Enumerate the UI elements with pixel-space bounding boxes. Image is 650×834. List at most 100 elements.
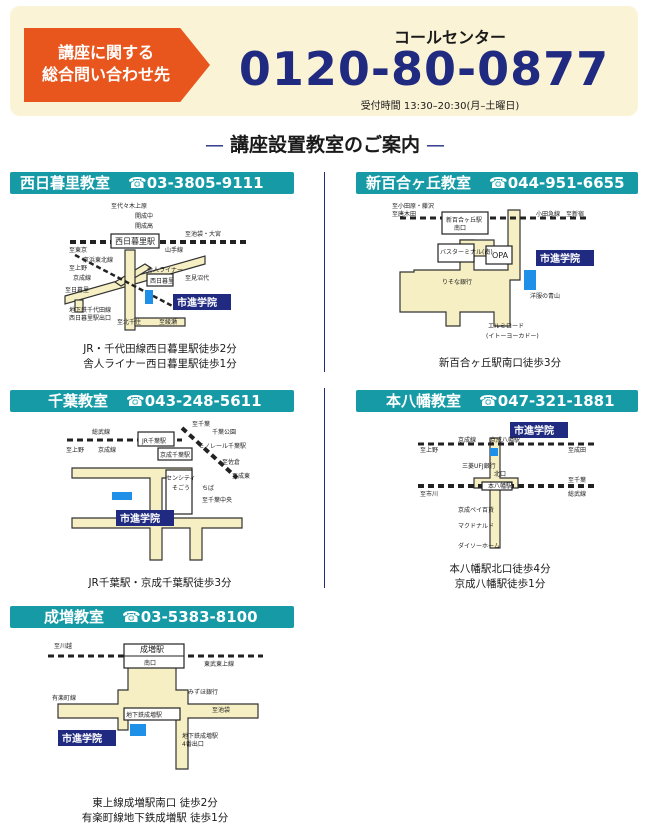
section-title: — 講座設置教室のご案内 —	[0, 130, 650, 157]
map-label: 西日暮里駅	[115, 236, 155, 246]
map-label: バスターミナル(南)	[440, 248, 493, 256]
call-center-hours: 受付時間 13:30–20:30(月–土曜日)	[360, 101, 520, 112]
access-line: JR千葉駅・京成千葉駅徒歩3分	[88, 577, 232, 589]
call-center-label: コールセンター	[393, 28, 506, 47]
map-label: 南口	[144, 659, 156, 667]
map-label: 至市川	[420, 490, 438, 498]
map-label: そごう	[172, 484, 190, 492]
classroom-phone[interactable]: ☎03-3805-9111	[128, 174, 264, 192]
map-label: 京成線	[98, 446, 116, 454]
map-label: 総武線	[92, 428, 110, 436]
call-center-phone[interactable]: 0120-80-0877	[238, 42, 610, 96]
map-label: 至千葉	[192, 420, 210, 428]
column-divider-top	[324, 172, 325, 372]
school-label: 市進学院	[62, 732, 102, 745]
map-label: 至新宿	[566, 210, 584, 218]
classroom-name: 本八幡教室	[386, 392, 462, 410]
section-title-text: 講座設置教室のご案内	[229, 134, 420, 156]
map-label: 京成線	[458, 436, 476, 444]
map-label: 至上野	[420, 446, 438, 454]
map-label: 総武線	[568, 490, 586, 498]
map-label: 西日暮里	[150, 277, 174, 285]
classroom-phone[interactable]: ☎047-321-1881	[479, 392, 615, 410]
school-label: 市進学院	[540, 252, 580, 265]
map-label: 開成高	[135, 222, 153, 230]
access-nishinippori: JR・千代田線西日暮里駅徒歩2分 舎人ライナー西日暮里駅徒歩1分	[30, 342, 290, 372]
map-label: 至日暮里	[65, 286, 89, 294]
school-label: 市進学院	[514, 424, 554, 437]
map-label: (イトーヨーカドー)	[486, 333, 539, 340]
map-label: JR千葉駅	[141, 437, 166, 445]
classroom-phone[interactable]: ☎044-951-6655	[489, 174, 625, 192]
map-label: 舎人ライナー	[147, 267, 183, 274]
map-label: 至佐倉	[222, 458, 240, 466]
classroom-header-chiba: 千葉教室 ☎043-248-5611	[10, 390, 294, 412]
map-motoyawata: 市進学院 至上野 京成線 京成八幡駅 至成田 三菱UFJ銀行 北口 本八幡駅 至…	[418, 422, 598, 550]
inquiry-tag: 講座に関する 総合問い合わせ先	[24, 28, 210, 102]
map-label: 至千葉中央	[202, 496, 232, 504]
access-line: 有楽町線地下鉄成増駅 徒歩1分	[81, 812, 229, 824]
map-label: 地下鉄成増駅	[182, 732, 218, 740]
map-label: 洋服の青山	[530, 292, 560, 300]
map-label: 京成ペイ百貨	[458, 506, 494, 514]
map-narimasu: 市進学院 至川越 成増駅 東武東上線 南口 有楽町線 みずほ銀行 至池袋 地下鉄…	[48, 642, 263, 770]
map-label: センシティ	[166, 475, 196, 482]
classroom-header-narimasu: 成増教室 ☎03-5383-8100	[10, 606, 294, 628]
map-label: りそな銀行	[442, 278, 472, 286]
map-label: 新百合ヶ丘駅	[446, 216, 482, 224]
map-label: 南口	[454, 224, 466, 232]
inquiry-tag-line2: 総合問い合わせ先	[41, 65, 170, 84]
map-label: 京成線	[73, 274, 91, 282]
access-line: 舎人ライナー西日暮里駅徒歩1分	[83, 358, 237, 370]
column-divider-middle	[324, 388, 325, 588]
map-label: 至池袋	[212, 706, 230, 714]
classroom-name: 西日暮里教室	[20, 174, 111, 192]
map-label: 有楽町線	[52, 694, 76, 702]
map-shinyurigaoka: 市進学院 至小田原・藤沢 至唐木田 新百合ヶ丘駅 南口 小田急線 至新宿 バスタ…	[392, 202, 594, 340]
inquiry-tag-line1: 講座に関する	[57, 43, 154, 62]
map-label: ちば	[202, 484, 214, 492]
map-nishinippori: 市進学院 至代々木上原 開成中 開成高 西日暮里駅 至池袋・大宮 至東京 山手線…	[64, 202, 250, 331]
access-motoyawata: 本八幡駅北口徒歩4分 京成八幡駅徒歩1分	[370, 562, 630, 592]
map-label: 至成東	[232, 472, 250, 480]
map-label: 京浜東北線	[83, 256, 113, 264]
map-label: みずほ銀行	[188, 688, 218, 696]
map-label: 東武東上線	[204, 660, 234, 668]
map-chiba: 市進学院 至千葉 総武線 JR千葉駅 至上野 京成線 京成千葉駅 モノレール千葉…	[66, 420, 250, 561]
access-narimasu: 東上線成増駅南口 徒歩2分 有楽町線地下鉄成増駅 徒歩1分	[20, 796, 290, 826]
map-label: 北口	[494, 470, 506, 478]
map-label: 至上野	[66, 446, 84, 454]
access-chiba: JR千葉駅・京成千葉駅徒歩3分	[30, 576, 290, 591]
classroom-header-motoyawata: 本八幡教室 ☎047-321-1881	[356, 390, 638, 412]
map-label: 京成千葉駅	[160, 451, 190, 459]
map-label: 至唐木田	[392, 210, 416, 218]
map-label: 至小田原・藤沢	[392, 202, 434, 210]
classroom-phone[interactable]: ☎043-248-5611	[126, 392, 262, 410]
map-label: 地下鉄千代田線	[69, 306, 111, 314]
map-label: 至上野	[69, 264, 87, 272]
map-label: 至代々木上原	[111, 202, 147, 210]
title-dash-right: —	[420, 134, 446, 156]
map-label: 4番出口	[182, 740, 204, 748]
map-label: 三菱UFJ銀行	[462, 462, 496, 470]
map-label: ダイソーホーム	[458, 542, 500, 550]
map-label: 西日暮里駅出口	[69, 314, 111, 322]
access-shinyurigaoka: 新百合ヶ丘駅南口徒歩3分	[370, 356, 630, 371]
title-dash-left: —	[204, 134, 230, 156]
access-line: 東上線成増駅南口 徒歩2分	[92, 797, 218, 809]
map-label: 成増駅	[140, 644, 164, 654]
classroom-name: 新百合ヶ丘教室	[366, 174, 472, 192]
classroom-name: 千葉教室	[48, 392, 109, 410]
access-line: 本八幡駅北口徒歩4分	[449, 563, 551, 575]
map-label: 至北千住	[117, 318, 141, 326]
map-label: 至成田	[568, 446, 586, 454]
classroom-header-shinyurigaoka: 新百合ヶ丘教室 ☎044-951-6655	[356, 172, 638, 194]
classroom-name: 成増教室	[44, 608, 105, 626]
map-label: 小田急線	[536, 210, 560, 218]
access-line: JR・千代田線西日暮里駅徒歩2分	[83, 343, 237, 355]
map-label: 至池袋・大宮	[185, 230, 221, 238]
map-label: 京成八幡駅	[490, 436, 520, 444]
map-label: 至千葉	[568, 476, 586, 484]
map-label: 地下鉄成増駅	[126, 711, 162, 719]
classroom-phone[interactable]: ☎03-5383-8100	[122, 608, 258, 626]
